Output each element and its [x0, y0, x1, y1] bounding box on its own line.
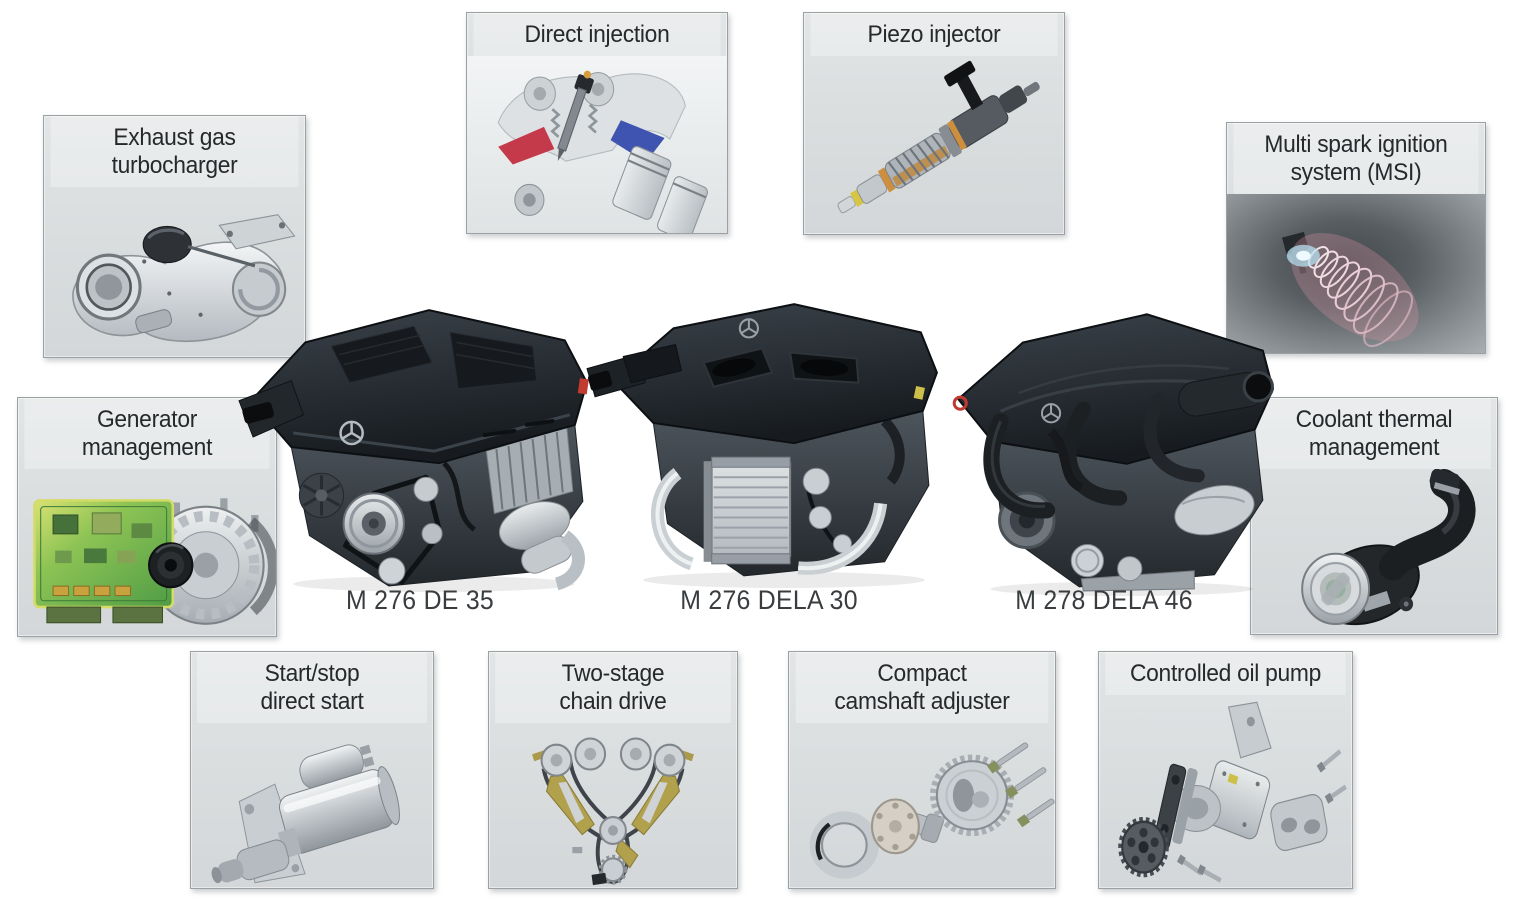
bolt-icon — [986, 742, 1029, 774]
camshaft-adjuster-icon — [809, 742, 1055, 879]
alternator-icon — [147, 497, 276, 625]
callout-generator-management: Generator management — [17, 397, 277, 637]
star-emblem-icon — [738, 318, 759, 339]
injector-icon — [557, 70, 594, 161]
thermostat-icon — [1301, 552, 1371, 625]
engine-m276-dela30 — [583, 270, 955, 590]
starter-motor-icon — [211, 744, 400, 883]
callout-controlled-oil-pump: Controlled oil pump — [1098, 651, 1353, 889]
callout-title: Multi spark ignition system (MSI) — [1233, 123, 1479, 194]
engine-label-m278-dela46: M 278 DELA 46 — [1015, 585, 1193, 615]
starter-motor-image — [211, 744, 400, 883]
camshaft-adjuster-image — [809, 742, 1055, 879]
pulley-icon — [148, 541, 194, 588]
air-duct — [1178, 371, 1274, 417]
bolt-icon — [1005, 766, 1047, 798]
callout-title: Generator management — [24, 398, 270, 469]
callout-title: Exhaust gas turbocharger — [50, 116, 299, 187]
callout-title: Two-stage chain drive — [495, 652, 731, 723]
engine-m276-de35 — [233, 282, 607, 594]
multi-spark-ignition-image — [1227, 193, 1485, 353]
engine-m276-de35-image — [238, 309, 589, 592]
callout-title: Direct injection — [473, 13, 721, 56]
callout-two-stage-chain-drive: Two-stage chain drive — [488, 651, 738, 889]
piezo-injector-image — [837, 60, 1040, 214]
coolant-thermal-image — [1301, 468, 1476, 625]
charge-air-hose — [1143, 392, 1205, 483]
callout-title: Piezo injector — [810, 13, 1058, 56]
red-accent — [577, 378, 589, 395]
engine-label-m276-de35: M 276 DE 35 — [345, 585, 495, 615]
callout-title: Compact camshaft adjuster — [795, 652, 1049, 723]
callout-title: Start/stop direct start — [197, 652, 427, 723]
star-emblem-icon — [339, 420, 364, 446]
callout-compact-camshaft-adjuster: Compact camshaft adjuster — [788, 651, 1056, 889]
charge-air-hose — [1061, 401, 1128, 506]
engine-m278-dela46-image — [952, 313, 1275, 596]
oil-pan — [1080, 570, 1195, 592]
engine-cover — [611, 303, 938, 445]
callout-piezo-injector: Piezo injector — [803, 12, 1065, 235]
engine-m276-dela30-image — [586, 303, 938, 588]
generator-management-image — [33, 497, 276, 625]
piezo-injector-icon — [837, 60, 1040, 214]
star-emblem-icon — [1040, 403, 1062, 424]
engine-label-m276-dela30: M 276 DELA 30 — [680, 585, 858, 615]
callout-coolant-thermal-management: Coolant thermal management — [1250, 397, 1498, 635]
turbocharger-image — [72, 213, 296, 342]
oil-pump-image — [1118, 701, 1347, 883]
oil-pump-icon — [1118, 701, 1347, 883]
engine-m278-dela46 — [930, 280, 1278, 598]
coolant-hose-icon — [1378, 468, 1476, 581]
control-unit-pcb-icon — [33, 498, 175, 623]
callout-start-stop-direct-start: Start/stop direct start — [190, 651, 434, 889]
callout-title: Coolant thermal management — [1257, 398, 1491, 469]
direct-injection-image — [467, 55, 727, 233]
chain-drive-icon — [532, 737, 694, 885]
spark-arcs-icon — [1290, 232, 1419, 347]
chain-drive-image — [532, 737, 694, 885]
callout-multi-spark-ignition: Multi spark ignition system (MSI) — [1226, 122, 1486, 354]
intake-port-red — [498, 126, 555, 165]
callout-exhaust-gas-turbocharger: Exhaust gas turbocharger — [43, 115, 306, 358]
bolt-icon — [1016, 798, 1055, 827]
callout-direct-injection: Direct injection — [466, 12, 728, 234]
red-accent — [952, 395, 968, 411]
callout-title: Controlled oil pump — [1105, 652, 1346, 695]
pistons-icon — [612, 145, 708, 233]
